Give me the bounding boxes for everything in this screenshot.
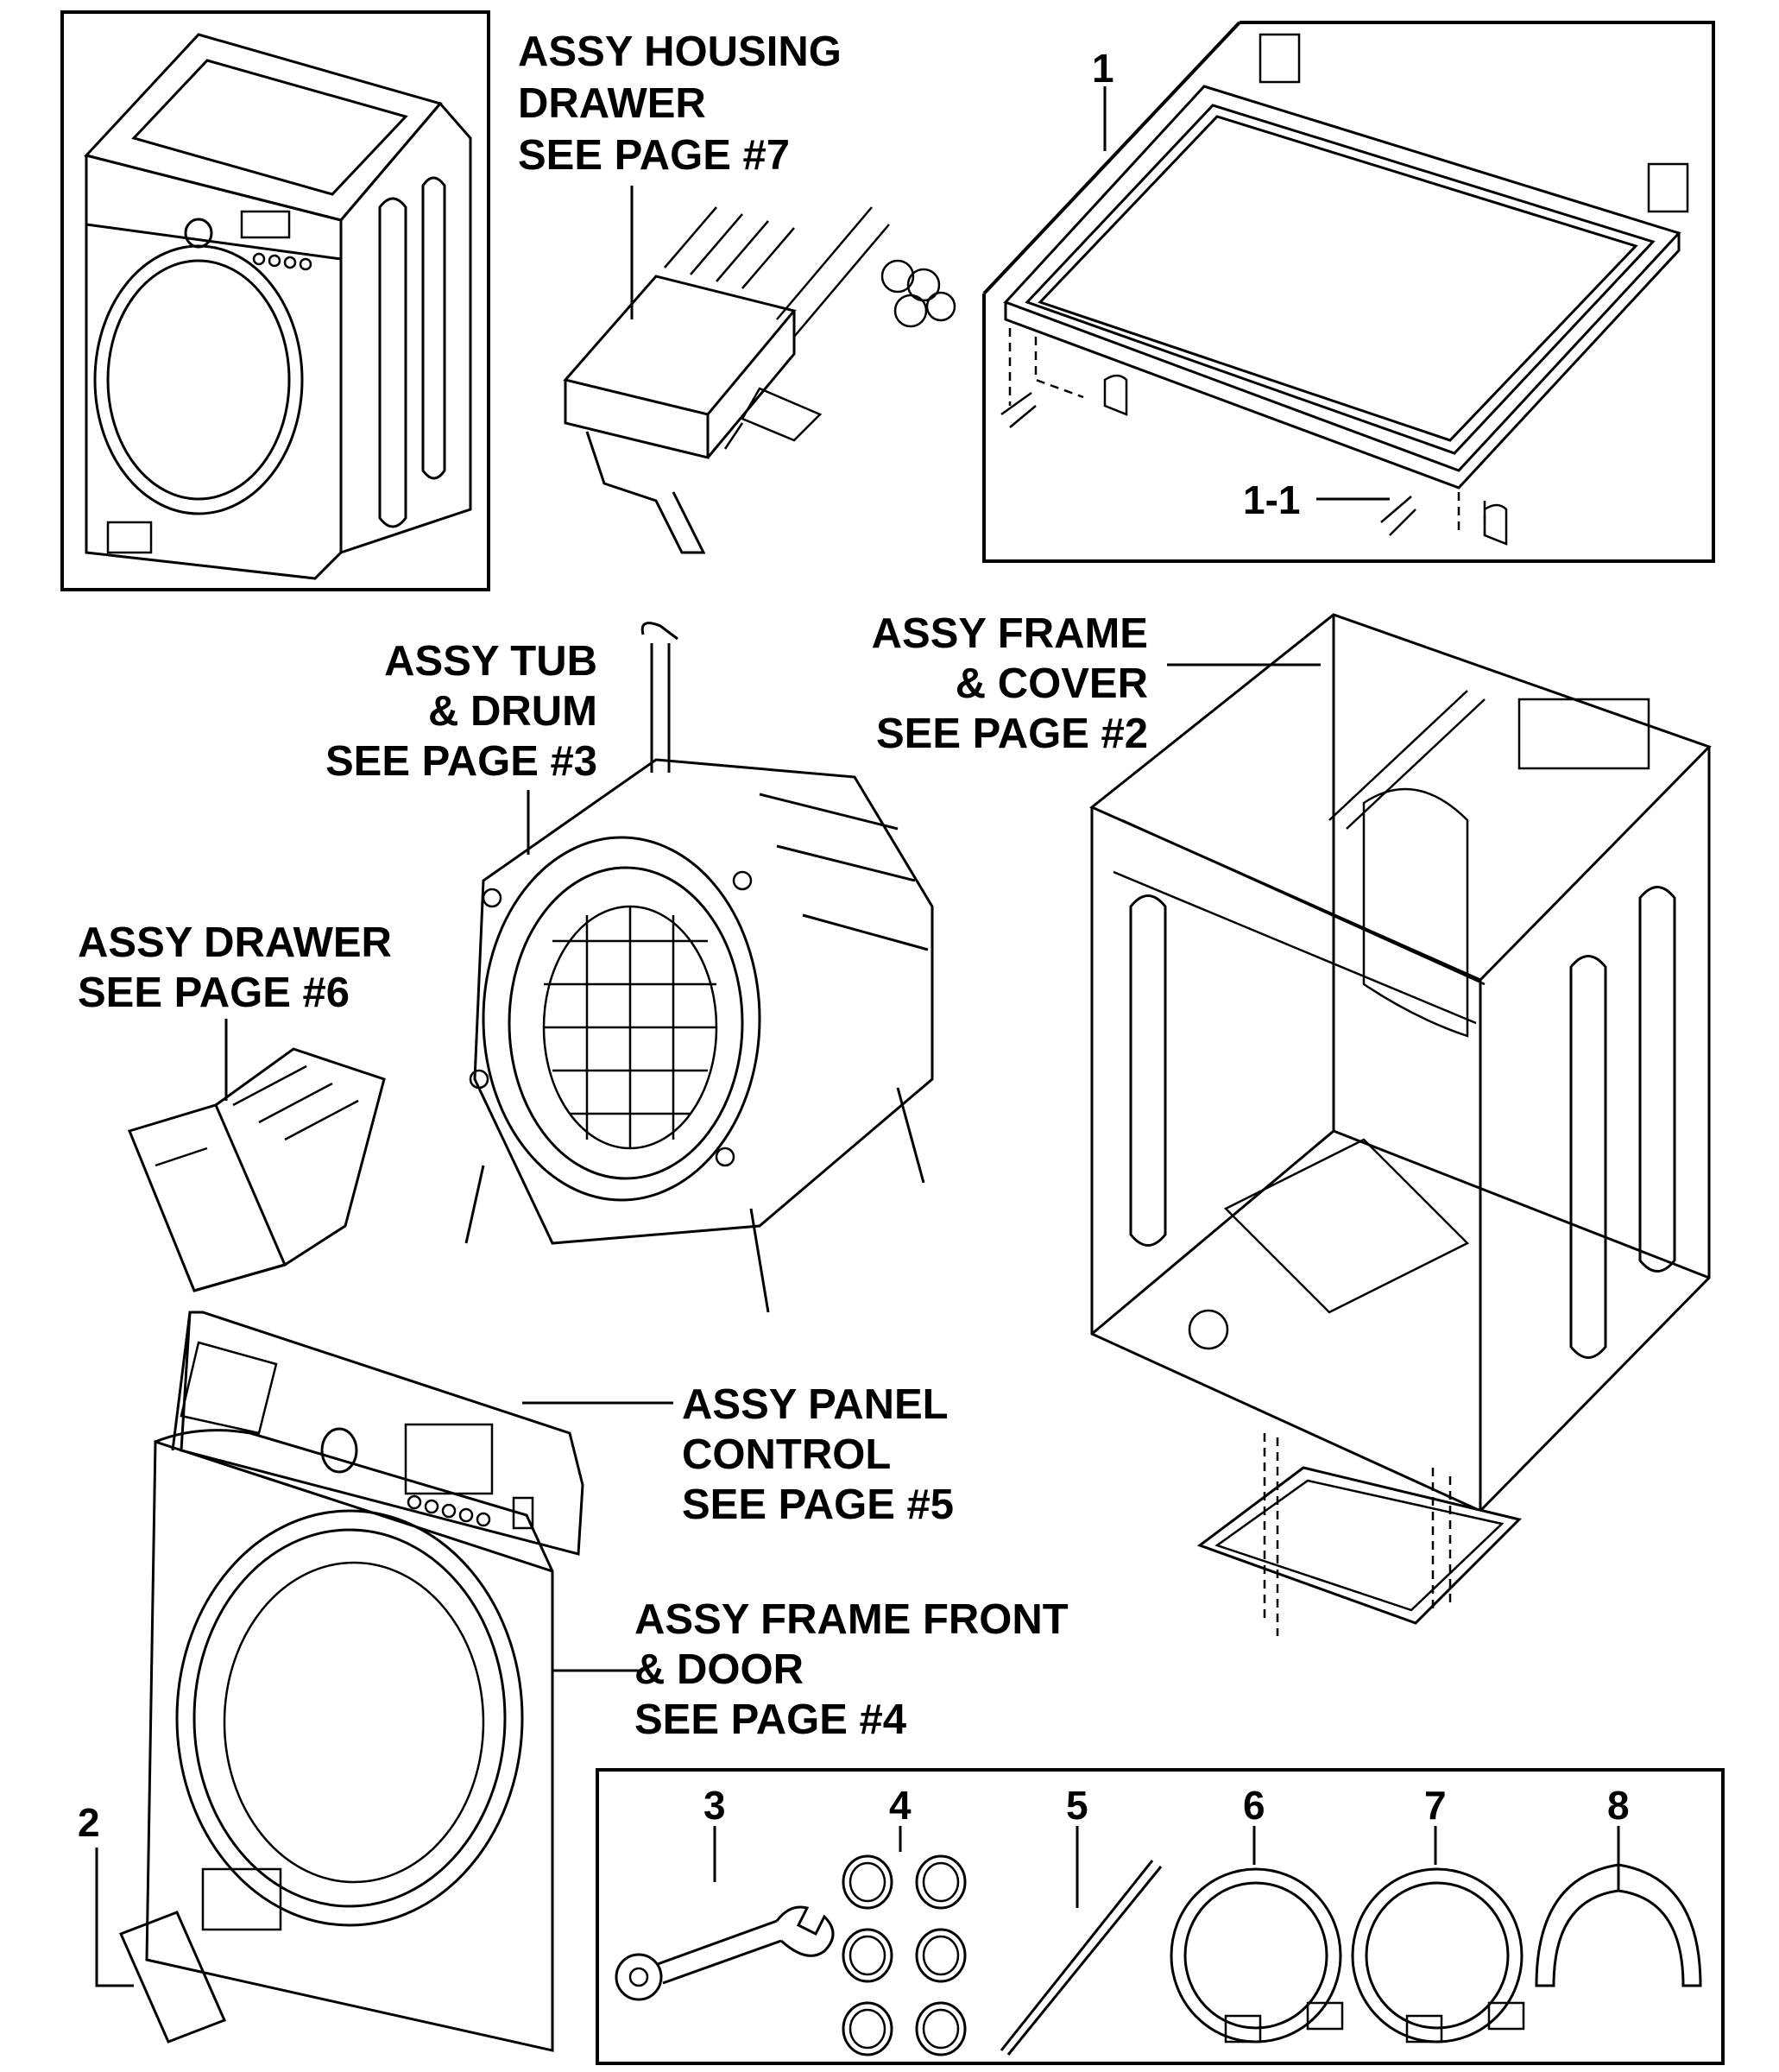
frame-front-label-line-3: SEE PAGE #4 xyxy=(634,1696,906,1743)
drawer-drawing xyxy=(127,1047,386,1292)
callout-4: 4 xyxy=(889,1783,912,1828)
tub-drum-drawing xyxy=(464,622,934,1313)
cable-tie-drawing xyxy=(1000,1860,1163,2056)
panel-control-drawing xyxy=(171,1311,584,1556)
frame-cover-label-line-1: ASSY FRAME xyxy=(872,610,1148,657)
frame-front-label-line-2: & DOOR xyxy=(634,1646,804,1693)
assembled-washer-drawing xyxy=(84,33,472,580)
panel-control-label-line-2: CONTROL xyxy=(682,1431,891,1478)
callout-5: 5 xyxy=(1066,1783,1088,1828)
callout-8: 8 xyxy=(1607,1783,1630,1828)
callout-2: 2 xyxy=(78,1800,100,1845)
callout-7: 7 xyxy=(1424,1783,1447,1828)
hose-6-drawing xyxy=(1170,1867,1344,2044)
housing-drawer-label-line-1: ASSY HOUSING xyxy=(518,28,842,75)
accessories-panel: 3 4 5 6 7 xyxy=(596,1768,1725,2065)
callout-3: 3 xyxy=(703,1783,726,1828)
assembled-washer-panel xyxy=(60,10,490,591)
callout-2-leader xyxy=(95,1848,134,1987)
callout-6: 6 xyxy=(1243,1783,1265,1828)
callout-1-1: 1-1 xyxy=(1243,477,1300,522)
wrench-drawing xyxy=(615,1905,835,2001)
frame-cover-drawing xyxy=(1089,613,1712,1636)
caps-drawing xyxy=(842,1854,967,2056)
frame-cover-label-line-2: & COVER xyxy=(956,660,1148,707)
hose-7-drawing xyxy=(1351,1867,1525,2044)
top-cover-panel: 1 1-1 xyxy=(982,21,1715,563)
filter-cap-drawing xyxy=(118,1911,227,2044)
assembled-washer-frame-box xyxy=(60,10,490,591)
panel-control-label-line-3: SEE PAGE #5 xyxy=(682,1481,954,1528)
tub-drum-label-line-1: ASSY TUB xyxy=(384,638,597,685)
housing-drawer-label-line-3: SEE PAGE #7 xyxy=(518,132,790,179)
frame-cover-label-line-3: SEE PAGE #2 xyxy=(876,711,1148,757)
tub-drum-label-line-2: & DRUM xyxy=(428,688,597,735)
top-cover-drawing xyxy=(1000,33,1689,546)
hose-guide-drawing xyxy=(1535,1863,1702,1987)
tub-drum-label-line-3: SEE PAGE #3 xyxy=(325,738,597,785)
top-cover-frame-box xyxy=(982,21,1715,563)
drawer-label-line-1: ASSY DRAWER xyxy=(78,919,392,966)
frame-front-label-line-1: ASSY FRAME FRONT xyxy=(634,1596,1069,1643)
accessories-frame-box xyxy=(596,1768,1725,2065)
frame-front-drawing xyxy=(145,1429,554,2052)
housing-drawer-drawing xyxy=(563,206,956,554)
panel-control-label-line-1: ASSY PANEL xyxy=(682,1381,949,1428)
callout-1: 1 xyxy=(1092,46,1114,91)
drawer-label-line-2: SEE PAGE #6 xyxy=(78,970,350,1016)
housing-drawer-label-line-2: DRAWER xyxy=(518,80,706,127)
